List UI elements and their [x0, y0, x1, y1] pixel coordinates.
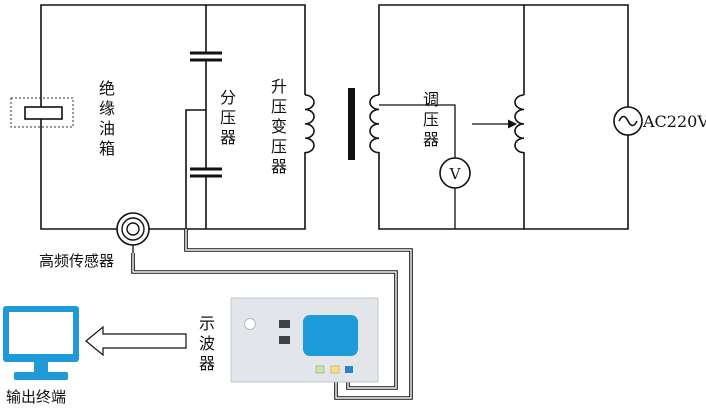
transformer-core [348, 88, 355, 160]
voltage-divider [185, 5, 222, 229]
hf-sensor-label: 高频传感器 [39, 252, 114, 270]
oil-tank-label: 绝 缘 油 箱 [99, 79, 115, 158]
oil-label-char: 油 [99, 119, 115, 138]
oil-label-char: 箱 [99, 139, 115, 158]
test-sample [24, 106, 63, 120]
secondary-coil-right [369, 94, 380, 154]
divider-label-char: 压 [220, 108, 236, 127]
step-up-transformer [206, 4, 380, 230]
sine-wave-icon [618, 115, 638, 127]
oscilloscope-screen [303, 315, 358, 356]
step-up-label-char: 变 [271, 117, 287, 136]
hollow-arrow-left-icon [85, 325, 187, 357]
cable-divider-inner [185, 229, 412, 399]
hf-sensor-ring [121, 217, 145, 241]
divider-label-char: 器 [220, 128, 236, 147]
monitor-stand [14, 372, 68, 380]
regulator-wire-top [378, 4, 525, 95]
oscilloscope-button [279, 320, 290, 328]
oscilloscope-label-char: 器 [199, 354, 215, 373]
divider-label-char: 分 [220, 88, 236, 107]
ac-source-section [524, 4, 643, 230]
source-wire-bottom [524, 135, 629, 230]
monitor-neck [34, 362, 48, 372]
voltmeter-label: V [449, 165, 462, 183]
oscilloscope-label: 示 波 器 [199, 314, 215, 373]
step-up-label-char: 压 [271, 137, 287, 156]
oil-label-char: 绝 [99, 79, 115, 98]
source-wire-top [524, 4, 629, 107]
led-blue [345, 366, 353, 373]
oscilloscope-label-char: 波 [199, 334, 215, 353]
autotransformer-coil [514, 94, 525, 154]
oscilloscope-knob [244, 318, 256, 330]
regulator-label: 调 压 器 [423, 90, 439, 149]
cable-sensor-inner [132, 253, 397, 389]
computer-monitor-icon [3, 306, 79, 380]
oscilloscope-device [230, 297, 379, 383]
oil-label-char: 缘 [99, 99, 115, 118]
transformer-wire-bottom [206, 152, 306, 230]
oil-tank-wire-left [40, 4, 206, 230]
divider-tap-wire [185, 109, 206, 229]
transformer-wire-top [206, 4, 306, 95]
oscilloscope-label-char: 示 [199, 314, 215, 333]
oil-tank-box [10, 97, 74, 128]
voltmeter [439, 157, 471, 189]
monitor-screen [9, 312, 73, 354]
divider-label: 分 压 器 [220, 88, 236, 147]
tap-arrow-icon [508, 119, 517, 129]
regulator-label-char: 器 [423, 130, 439, 149]
hf-sensor [116, 212, 150, 253]
led-green [315, 365, 325, 374]
step-up-label-char: 器 [271, 157, 287, 176]
oscilloscope-button [279, 336, 290, 344]
oil-tank-section [10, 4, 206, 230]
step-up-label-char: 压 [271, 97, 287, 116]
voltmeter-wire-top [379, 104, 456, 158]
source-label: AC220V [642, 112, 706, 131]
regulator-wire-bottom [378, 152, 525, 230]
step-up-label: 升 压 变 压 器 [271, 77, 287, 176]
led-yellow [330, 365, 340, 374]
signal-cables [131, 229, 413, 400]
regulator-section: V [378, 4, 525, 230]
regulator-label-char: 压 [423, 110, 439, 129]
regulator-label-char: 调 [423, 90, 439, 109]
step-up-label-char: 升 [271, 77, 287, 96]
hf-sensor-core [126, 222, 140, 236]
output-terminal-label: 输出终端 [6, 388, 66, 406]
primary-coil-left [304, 94, 315, 154]
